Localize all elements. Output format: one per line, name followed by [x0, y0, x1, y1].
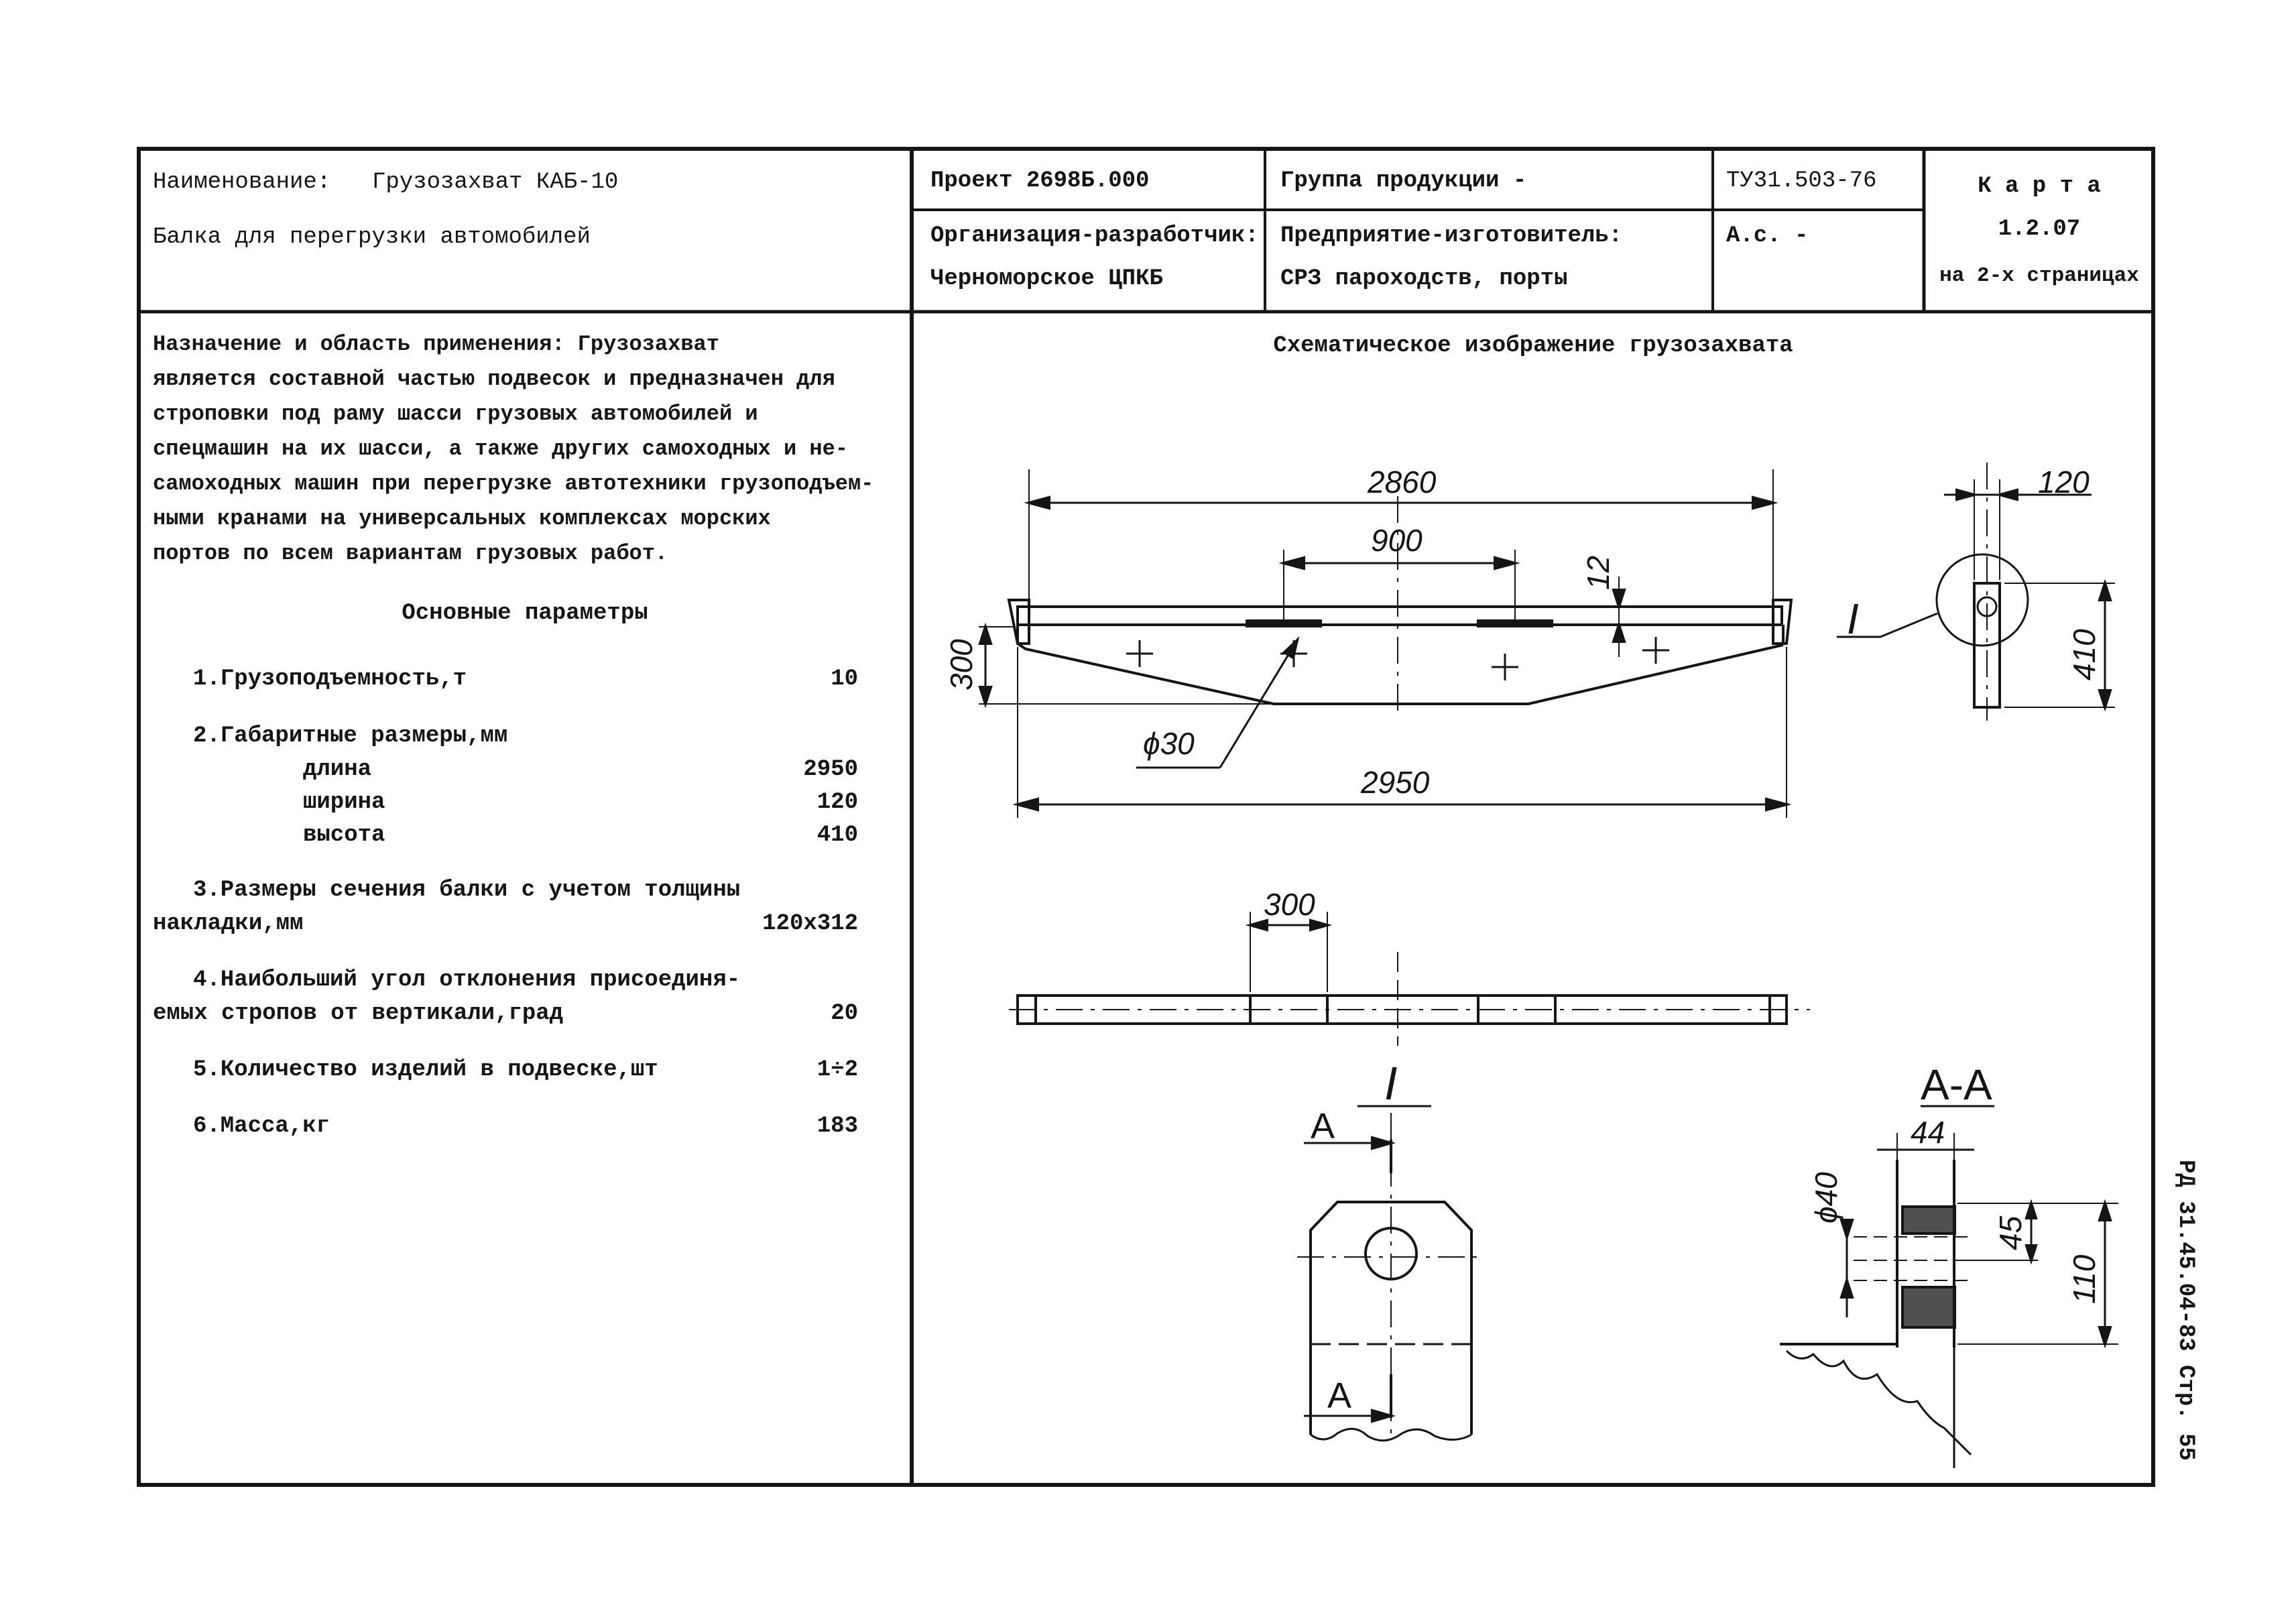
param-6-label: 6.Масса,кг — [193, 1114, 330, 1139]
param-4-value: 20 — [831, 1001, 858, 1026]
detail-I — [1297, 1105, 1485, 1442]
param-2-height-label: высота — [303, 823, 385, 848]
card-title: К а р т а — [1978, 174, 2101, 199]
purpose-paragraph: Назначение и область применения: Грузоза… — [153, 331, 874, 566]
param-1-value: 10 — [831, 666, 858, 692]
product-group: Группа продукции - — [1280, 168, 1527, 194]
param-2-label: 2.Габаритные размеры,мм — [193, 723, 508, 749]
tu-code: ТУ31.503-76 — [1726, 168, 1877, 194]
param-6-value: 183 — [817, 1114, 858, 1139]
subtitle: Балка для перегрузки автомобилей — [153, 225, 591, 250]
dim-2860: 2860 — [1367, 465, 1437, 499]
document-reference: РД 31.45.04-83 Стр. 55 — [2173, 1160, 2198, 1461]
dim-120: 120 — [2038, 465, 2090, 499]
name-label: Наименование: — [153, 170, 331, 195]
maker-value: СРЗ пароходств, порты — [1280, 266, 1568, 292]
section-A-A — [1780, 1105, 2118, 1468]
param-2-width-label: ширина — [303, 790, 385, 815]
org-value: Черноморское ЦПКБ — [930, 266, 1163, 292]
section-title: А-А — [1921, 1061, 1992, 1109]
param-2-length-value: 2950 — [803, 757, 858, 782]
beam-end-view — [1837, 463, 2115, 721]
view-I-label: I — [1384, 1057, 1397, 1109]
param-2-length-label: длина — [303, 757, 372, 782]
project: Проект 2698Б.000 — [930, 168, 1150, 194]
card-number: 1.2.07 — [1998, 217, 2081, 242]
param-2-height-value: 410 — [817, 823, 858, 848]
params-title: Основные параметры — [402, 601, 648, 626]
dim-phi40: ϕ40 — [1809, 1172, 1844, 1223]
card-pages: на 2-х страницах — [1939, 264, 2139, 288]
beam-plan-view — [1009, 912, 1810, 1046]
purpose-line: портов по всем вариантам грузовых работ. — [153, 541, 668, 566]
beam-side-view — [978, 469, 1793, 818]
section-A-bottom: А — [1327, 1376, 1351, 1416]
param-3-value: 120х312 — [762, 911, 858, 937]
org-label: Организация-разработчик: — [930, 223, 1259, 249]
purpose-line: Назначение и область применения: Грузоза… — [153, 332, 719, 357]
dim-300-plan: 300 — [1264, 887, 1315, 922]
param-4-label-line1: 4.Наибольший угол отклонения присоединя- — [193, 967, 741, 993]
dim-300-side: 300 — [944, 639, 979, 690]
purpose-line: спецмашин на их шасси, а также других са… — [153, 436, 848, 461]
ac-field: А.с. - — [1726, 223, 1809, 249]
dim-900: 900 — [1371, 523, 1423, 558]
dim-phi30: ϕ30 — [1143, 726, 1195, 761]
callout-I: I — [1847, 595, 1859, 643]
param-3-label-line2: накладки,мм — [153, 911, 304, 937]
dim-410: 410 — [2067, 629, 2102, 680]
maker-label: Предприятие-изготовитель: — [1280, 223, 1623, 249]
section-A-top: А — [1311, 1106, 1335, 1146]
purpose-line: самоходных машин при перегрузке автотехн… — [153, 471, 874, 496]
purpose-line: является составной частью подвесок и пре… — [153, 367, 835, 392]
dim-12: 12 — [1581, 556, 1616, 590]
param-5-label: 5.Количество изделий в подвеске,шт — [193, 1057, 658, 1083]
name-value: Грузозахват КАБ-10 — [372, 170, 619, 195]
dim-44: 44 — [1911, 1115, 1945, 1150]
param-4-label-line2: емых стропов от вертикали,град — [153, 1001, 564, 1026]
purpose-line: строповки под раму шасси грузовых автомо… — [153, 402, 758, 426]
param-3-label-line1: 3.Размеры сечения балки с учетом толщины — [193, 878, 741, 903]
drawing-title: Схематическое изображение грузозахвата — [1273, 333, 1793, 359]
param-5-value: 1÷2 — [817, 1057, 858, 1083]
dim-45: 45 — [1993, 1215, 2028, 1250]
dim-110: 110 — [2067, 1254, 2102, 1304]
purpose-line: ными кранами на универсальных комплексах… — [153, 506, 771, 531]
param-2-width-value: 120 — [817, 790, 858, 815]
param-1-label: 1.Грузоподъемность,т — [193, 666, 467, 692]
dim-2950: 2950 — [1360, 765, 1430, 800]
outer-frame — [137, 147, 2155, 1487]
